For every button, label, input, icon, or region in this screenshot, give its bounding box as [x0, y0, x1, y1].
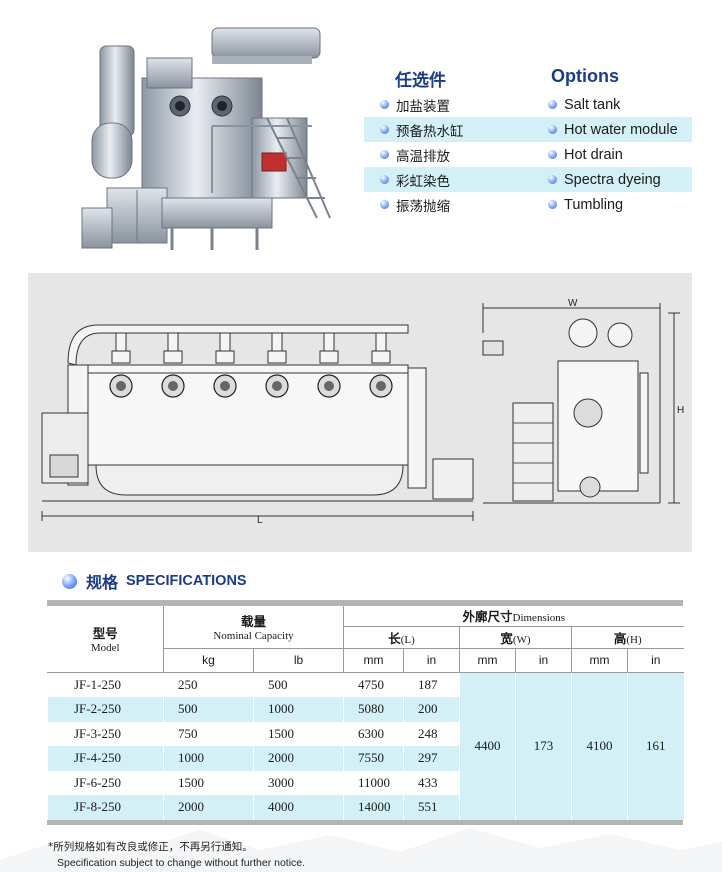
cell-height-mm: 4100	[571, 672, 628, 820]
table-top-border	[47, 600, 683, 606]
cell-kg: 2000	[163, 795, 254, 820]
bullet-icon	[380, 200, 389, 209]
cell-kg: 1000	[163, 746, 254, 771]
unit-lb: lb	[253, 648, 344, 673]
option-item: 高温排放 Hot drain	[364, 142, 692, 167]
cell-length-mm: 11000	[343, 770, 404, 795]
option-cn: 预备热水缸	[396, 123, 464, 140]
table-row: JF-6-250 1500 3000 11000 433	[47, 770, 684, 795]
unit-width-mm: mm	[459, 648, 516, 673]
option-item: 预备热水缸 Hot water module	[364, 117, 692, 142]
technical-drawing: L W H	[28, 273, 692, 552]
cell-length-mm: 14000	[343, 795, 404, 820]
unit-height-in: in	[626, 648, 684, 673]
option-en: Hot water module	[564, 121, 678, 138]
cell-width-in: 173	[515, 672, 572, 820]
cell-model: JF-8-250	[47, 795, 164, 820]
table-row: JF-8-250 2000 4000 14000 551	[47, 795, 684, 820]
header-width: 宽(W)	[459, 626, 572, 649]
option-cn: 振荡抛缩	[396, 198, 450, 215]
cell-model: JF-1-250	[47, 672, 164, 697]
unit-length-mm: mm	[343, 648, 404, 673]
cell-kg: 1500	[163, 770, 254, 795]
cell-kg: 750	[163, 721, 254, 746]
cell-lb: 1000	[253, 697, 344, 722]
machine-photo	[81, 27, 331, 250]
cell-height-in: 161	[626, 672, 684, 820]
option-en: Tumbling	[564, 196, 624, 213]
bullet-icon	[548, 125, 557, 134]
cell-lb: 3000	[253, 770, 344, 795]
table-row: JF-4-250 1000 2000 7550 297	[47, 746, 684, 771]
specifications-title: 规格 SPECIFICATIONS	[62, 569, 247, 593]
unit-width-in: in	[515, 648, 572, 673]
bullet-icon	[548, 150, 557, 159]
option-en: Hot drain	[564, 146, 623, 163]
cell-kg: 500	[163, 697, 254, 722]
options-heading-en: Options	[551, 66, 619, 86]
cell-length-in: 551	[403, 795, 460, 820]
bullet-icon	[380, 175, 389, 184]
table-row: JF-2-250 500 1000 5080 200	[47, 697, 684, 722]
unit-height-mm: mm	[571, 648, 628, 673]
table-bottom-border	[47, 819, 683, 825]
dimension-width-label: W	[568, 298, 578, 309]
cell-lb: 1500	[253, 721, 344, 746]
cell-length-in: 433	[403, 770, 460, 795]
bullet-icon	[380, 125, 389, 134]
unit-kg: kg	[163, 648, 254, 673]
header-model: 型号 Model	[47, 606, 164, 673]
cell-lb: 2000	[253, 746, 344, 771]
specifications-title-en: SPECIFICATIONS	[126, 573, 247, 589]
bullet-icon	[380, 100, 389, 109]
cell-model: JF-3-250	[47, 721, 164, 746]
dimension-length-label: L	[257, 515, 263, 526]
option-item: 加盐装置 Salt tank	[364, 92, 692, 117]
option-cn: 彩虹染色	[396, 173, 450, 190]
header-dimensions: 外廓尺寸Dimensions	[342, 606, 684, 627]
cell-length-mm: 4750	[343, 672, 404, 697]
options-heading-cn: 任选件	[395, 71, 446, 91]
cell-length-mm: 5080	[343, 697, 404, 722]
cell-model: JF-2-250	[47, 697, 164, 722]
cell-length-mm: 7550	[343, 746, 404, 771]
bullet-icon	[380, 150, 389, 159]
option-item: 彩虹染色 Spectra dyeing	[364, 167, 692, 192]
bullet-icon	[548, 200, 557, 209]
specifications-title-cn: 规格	[86, 573, 119, 592]
bullet-icon	[548, 100, 557, 109]
specifications-table-wrap: 型号 Model 载量 Nominal Capacity 外廓尺寸Dimensi…	[47, 600, 684, 825]
cell-model: JF-6-250	[47, 770, 164, 795]
option-en: Spectra dyeing	[564, 171, 661, 188]
bullet-icon	[62, 573, 77, 589]
dimension-height-label: H	[677, 405, 684, 416]
cell-length-in: 297	[403, 746, 460, 771]
option-item: 振荡抛缩 Tumbling	[364, 192, 692, 217]
header-length: 长(L)	[343, 626, 460, 649]
specifications-table: 型号 Model 载量 Nominal Capacity 外廓尺寸Dimensi…	[47, 606, 684, 820]
cell-lb: 4000	[253, 795, 344, 820]
cell-length-mm: 6300	[343, 721, 404, 746]
header-height: 高(H)	[570, 626, 684, 649]
option-en: Salt tank	[564, 96, 621, 113]
footnote-en: Specification subject to change without …	[57, 857, 306, 869]
cell-length-in: 248	[403, 721, 460, 746]
option-cn: 加盐装置	[396, 98, 450, 115]
unit-length-in: in	[403, 648, 460, 673]
footnote-cn: *所列规格如有改良或修正，不再另行通知。	[48, 841, 253, 853]
table-row: JF-1-250 250 500 4750 187 4400 173 4100 …	[47, 672, 684, 820]
option-cn: 高温排放	[396, 148, 450, 165]
cell-length-in: 200	[403, 697, 460, 722]
cell-model: JF-4-250	[47, 746, 164, 771]
table-row: JF-3-250 750 1500 6300 248	[47, 721, 684, 746]
cell-length-in: 187	[403, 672, 460, 697]
options-list: 加盐装置 Salt tank 预备热水缸 Hot water module 高温…	[364, 92, 692, 217]
header-capacity: 载量 Nominal Capacity	[163, 606, 344, 649]
cell-kg: 250	[163, 672, 254, 697]
bullet-icon	[548, 175, 557, 184]
drawing-svg: L W H	[41, 298, 684, 526]
cell-lb: 500	[253, 672, 344, 697]
cell-width-mm: 4400	[459, 672, 516, 820]
